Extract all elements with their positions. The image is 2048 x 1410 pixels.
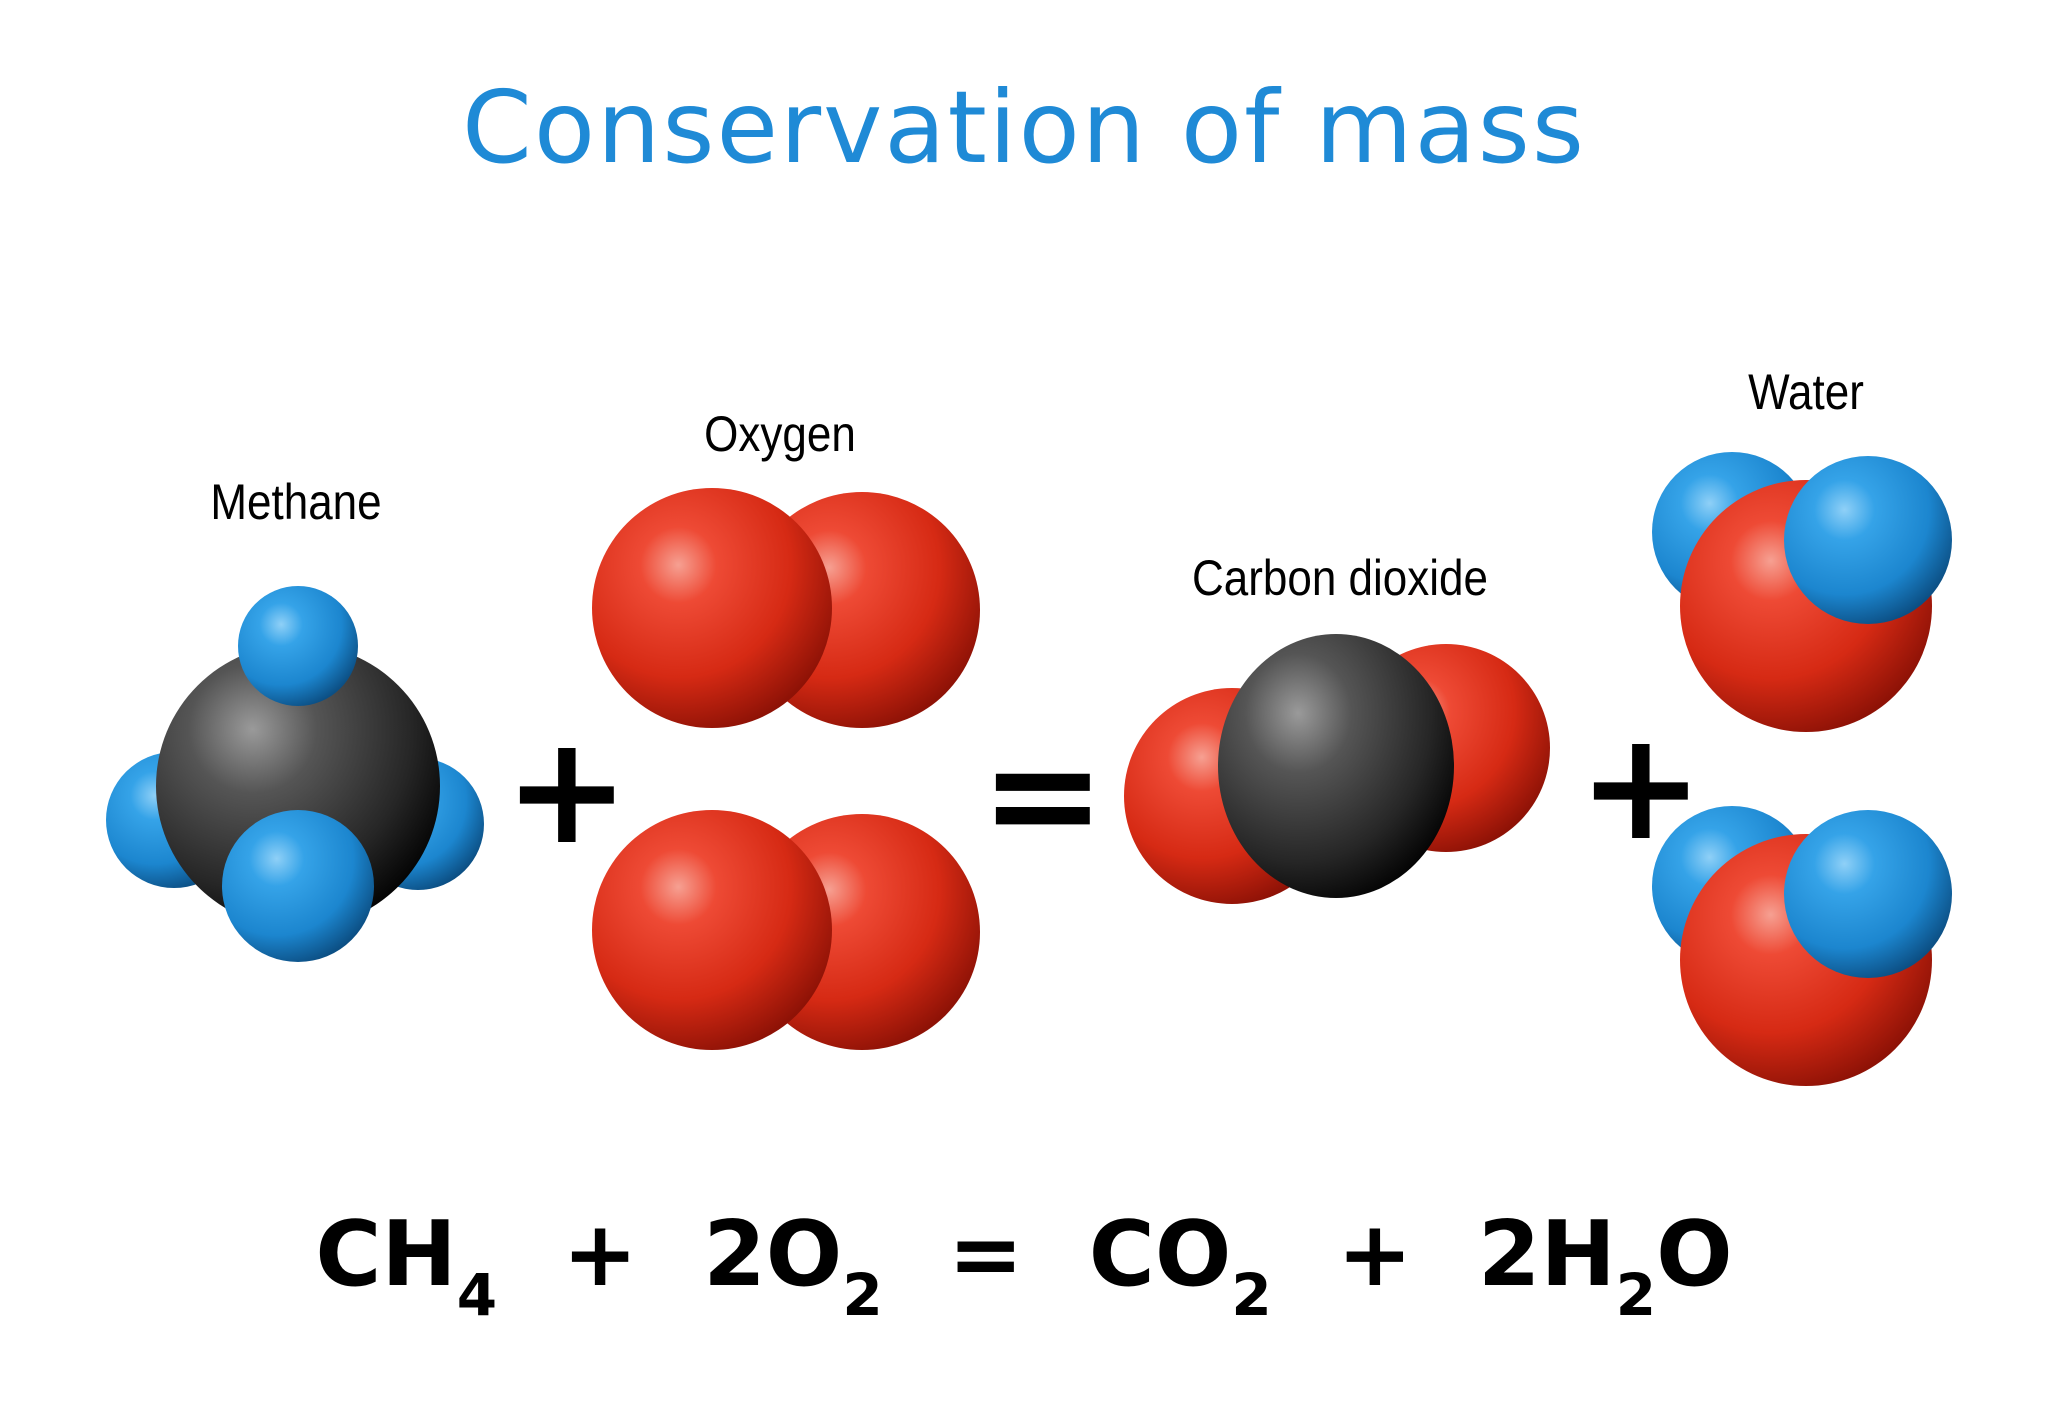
- equation-plus: +: [562, 1202, 638, 1307]
- equation-equals: =: [948, 1202, 1024, 1307]
- oxygen-label: Oxygen: [704, 406, 856, 462]
- equation-plus: +: [1337, 1202, 1413, 1307]
- oxygen-formula: 2O2: [703, 1202, 883, 1329]
- oxygen-atom: [592, 488, 832, 728]
- plus-sign: +: [504, 704, 630, 878]
- methane-formula: CH4: [315, 1202, 498, 1329]
- carbon-dioxide-label: Carbon dioxide: [1192, 550, 1488, 606]
- hydrogen-atom: [1784, 810, 1952, 978]
- equals-sign: =: [980, 708, 1106, 882]
- carbon-dioxide-formula: CO2: [1088, 1202, 1272, 1329]
- chemical-equation: CH4 + 2O2 = CO2 + 2H2O: [0, 1200, 2048, 1329]
- water-label: Water: [1748, 364, 1864, 420]
- page-title: Conservation of mass: [462, 69, 1586, 186]
- hydrogen-atom: [1784, 456, 1952, 624]
- carbon-atom: [156, 644, 440, 928]
- carbon-atom: [1218, 634, 1454, 898]
- hydrogen-atom: [238, 586, 358, 706]
- oxygen-atom: [592, 810, 832, 1050]
- hydrogen-atom: [222, 810, 374, 962]
- water-formula: 2H2O: [1477, 1202, 1733, 1329]
- methane-label: Methane: [210, 474, 382, 530]
